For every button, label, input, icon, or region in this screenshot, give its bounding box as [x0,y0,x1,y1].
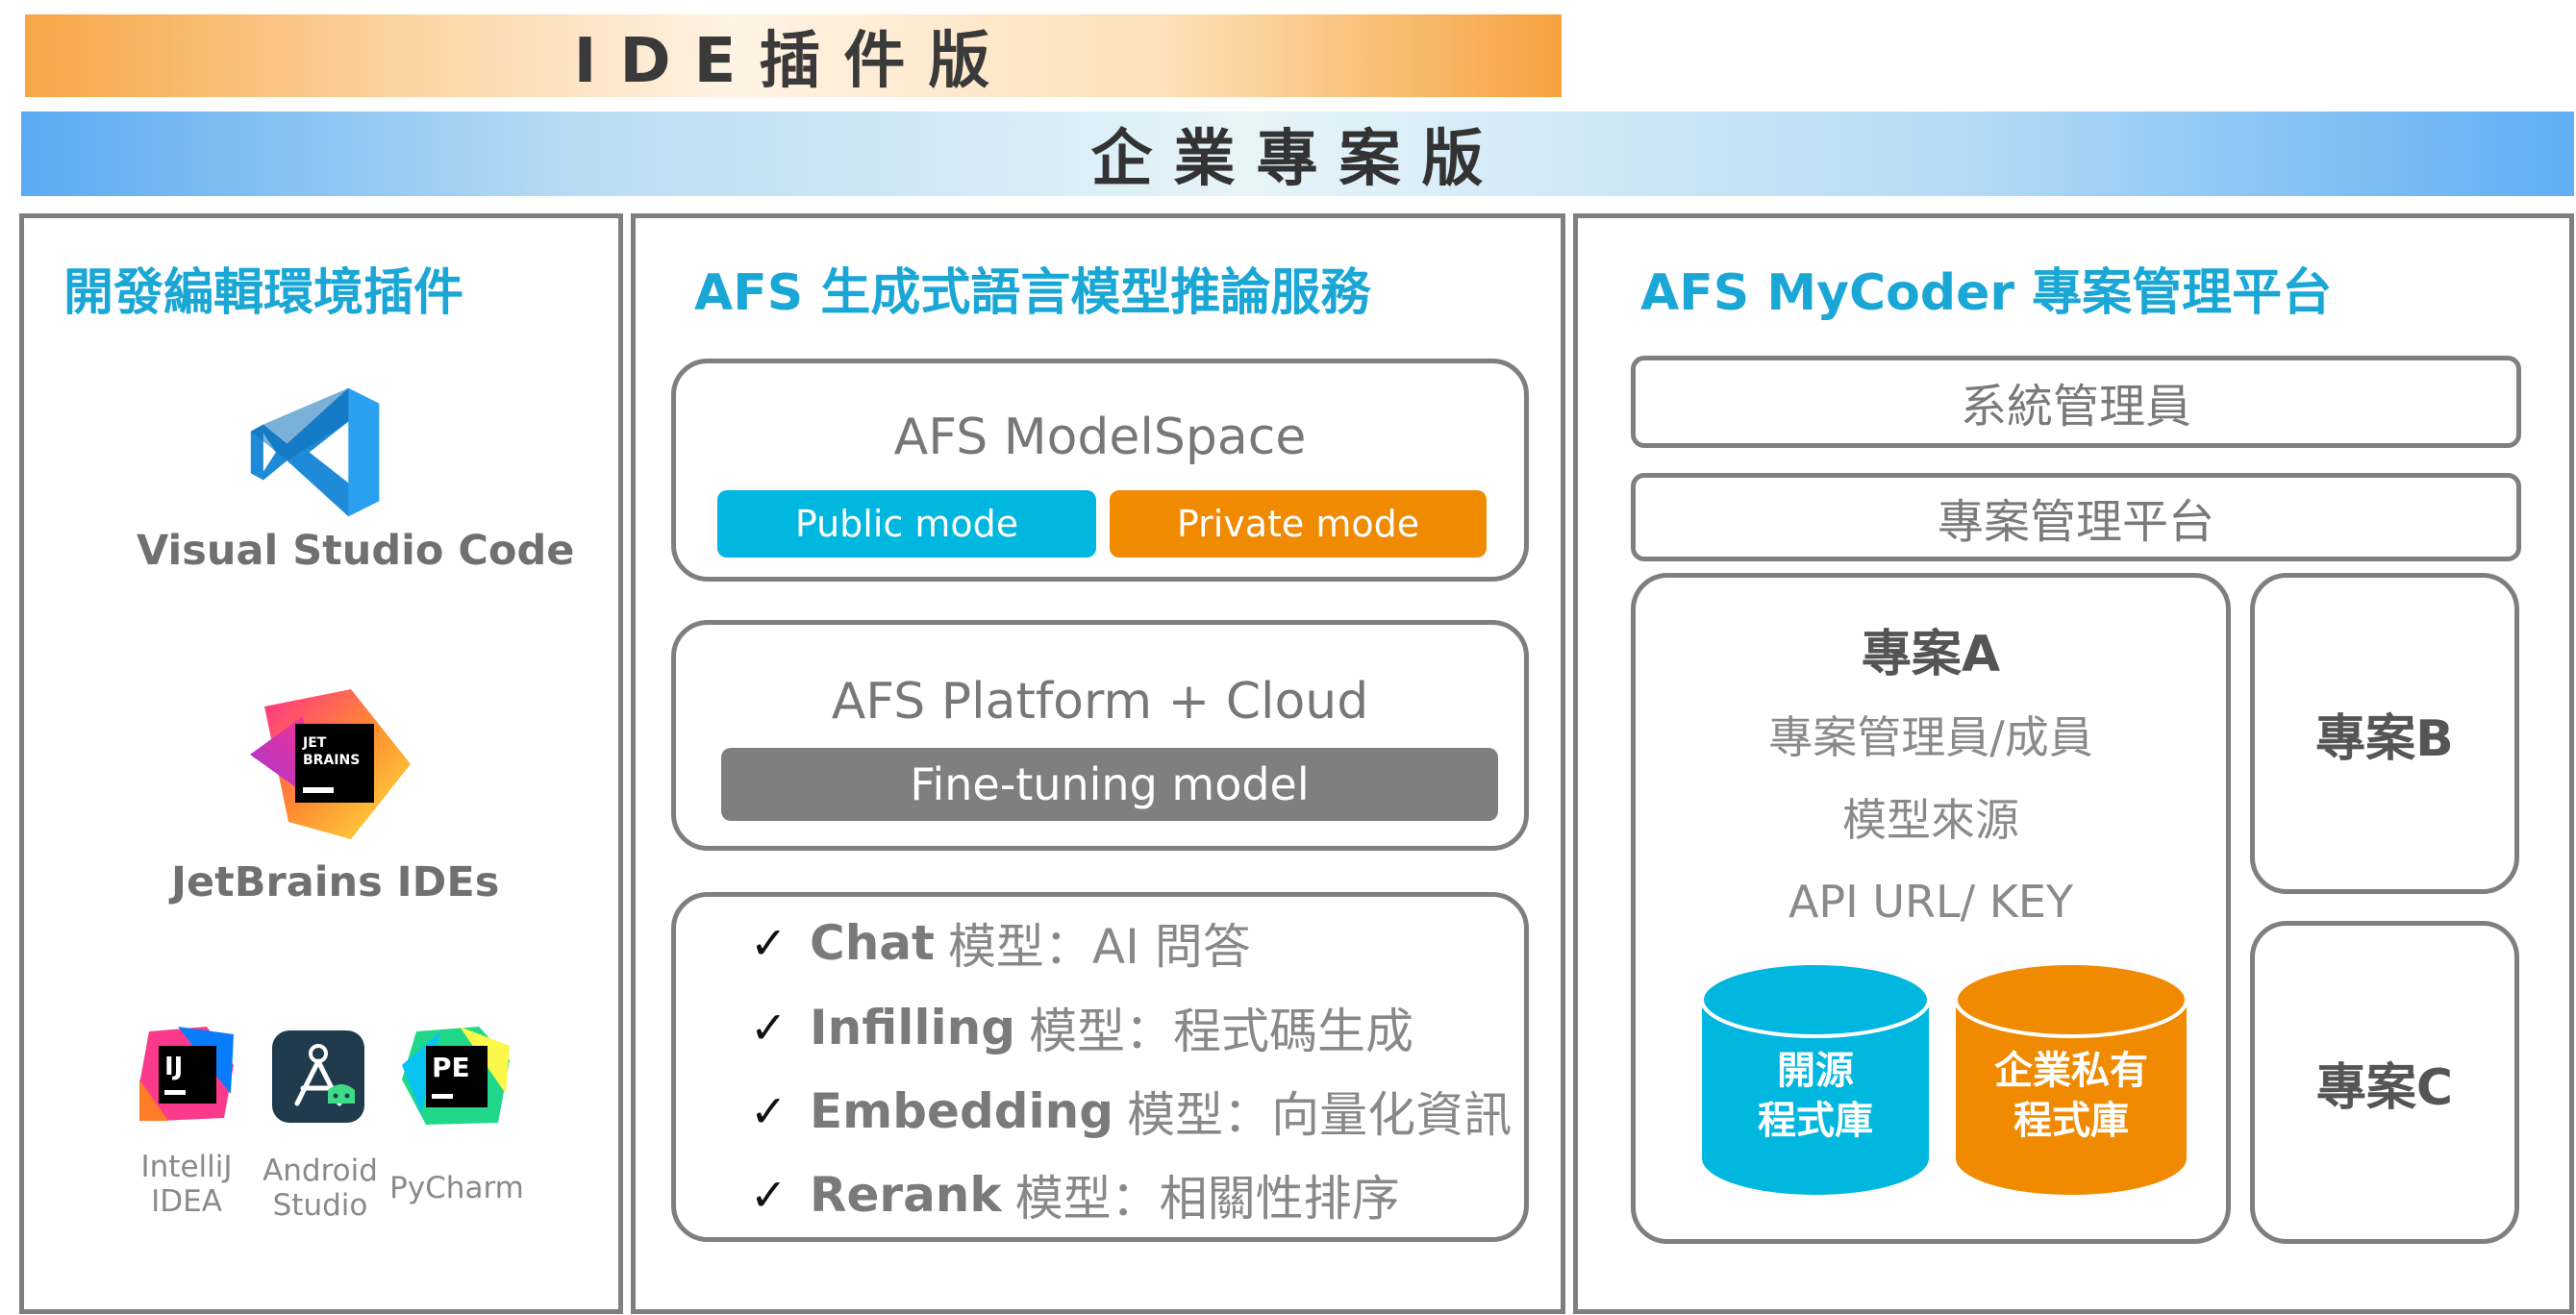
embedding-model-keyword: Embedding [810,1083,1114,1139]
open-repo-line1: 開源 [1777,1049,1854,1093]
chat-model-item: ✓ Chat 模型：AI 問答 [750,913,1251,975]
svg-text:IJ: IJ [164,1053,183,1081]
jetbrains-icon: JET BRAINS [245,687,413,841]
ide-plugins-title: 開發編輯環境插件 [63,264,464,322]
jetbrains-label: JetBrains IDEs [171,858,500,906]
project-b-box: 專案B [2250,573,2519,894]
embedding-model-desc: 模型：向量化資訊 [1127,1087,1513,1143]
project-c-label: 專案C [2315,1058,2454,1117]
model-types-box [671,892,1529,1242]
infilling-model-item: ✓ Infilling 模型：程式碼生成 [750,998,1413,1059]
android-studio-icon [272,1030,364,1123]
embedding-model-item: ✓ Embedding 模型：向量化資訊 [750,1081,1512,1143]
project-b-label: 專案B [2315,709,2454,768]
finetune-badge: Fine-tuning model [721,748,1498,821]
vscode-icon [245,383,385,522]
project-c-box: 專案C [2250,921,2519,1244]
private-repo-label: 企業私有 程式庫 [1956,1046,2187,1146]
private-mode-badge: Private mode [1110,490,1487,558]
infilling-model-keyword: Infilling [810,1000,1016,1055]
android-label-line1: Android [263,1154,378,1188]
project-a-members: 專案管理員/成員 [1768,711,2093,763]
pycharm-label: PyCharm [389,1171,524,1205]
rerank-model-keyword: Rerank [810,1167,1002,1223]
project-a-model-source: 模型來源 [1842,794,2019,846]
infilling-model-desc: 模型：程式碼生成 [1029,1004,1414,1059]
chat-model-keyword: Chat [810,915,935,971]
pycharm-icon: PE [402,1027,513,1128]
open-source-repo-icon [1700,961,1931,1197]
check-icon: ✓ [750,1085,788,1137]
inference-service-title: AFS 生成式語言模型推論服務 [694,264,1371,322]
check-icon: ✓ [750,1002,788,1054]
private-repo-icon [1954,961,2188,1197]
vscode-label: Visual Studio Code [137,527,575,575]
public-mode-badge: Public mode [717,490,1096,558]
jetbrains-logo-line2: BRAINS [303,753,360,768]
ide-plugin-banner: IDE插件版 [25,14,1562,97]
private-repo-line2: 程式庫 [2013,1099,2129,1143]
check-icon: ✓ [750,917,788,969]
enterprise-banner: 企業專案版 [21,112,2574,196]
intellij-label-line2: IDEA [151,1184,222,1219]
project-platform-box: 專案管理平台 [1631,473,2521,561]
mycoder-title: AFS MyCoder 專案管理平台 [1640,264,2333,322]
svg-text:PE: PE [432,1052,470,1083]
platform-cloud-title: AFS Platform + Cloud [831,673,1369,731]
modelspace-title: AFS ModelSpace [893,409,1307,466]
android-studio-label: Android Studio [256,1154,385,1223]
sys-admin-box: 系統管理員 [1631,356,2521,448]
check-icon: ✓ [750,1169,788,1221]
intellij-idea-label: IntelliJ IDEA [123,1150,250,1219]
private-repo-line1: 企業私有 [1994,1049,2148,1093]
android-label-line2: Studio [272,1188,368,1223]
project-a-title: 專案A [1861,625,2001,683]
intellij-idea-icon: IJ [139,1027,236,1123]
rerank-model-desc: 模型：相關性排序 [1014,1171,1400,1227]
jetbrains-logo-line1: JET [302,735,327,751]
intellij-label-line1: IntelliJ [140,1150,233,1184]
project-a-api: API URL/ KEY [1788,876,2074,928]
rerank-model-item: ✓ Rerank 模型：相關性排序 [750,1165,1400,1227]
open-source-repo-label: 開源 程式庫 [1702,1046,1929,1146]
chat-model-desc: 模型：AI 問答 [947,919,1251,975]
open-repo-line2: 程式庫 [1758,1099,1873,1143]
